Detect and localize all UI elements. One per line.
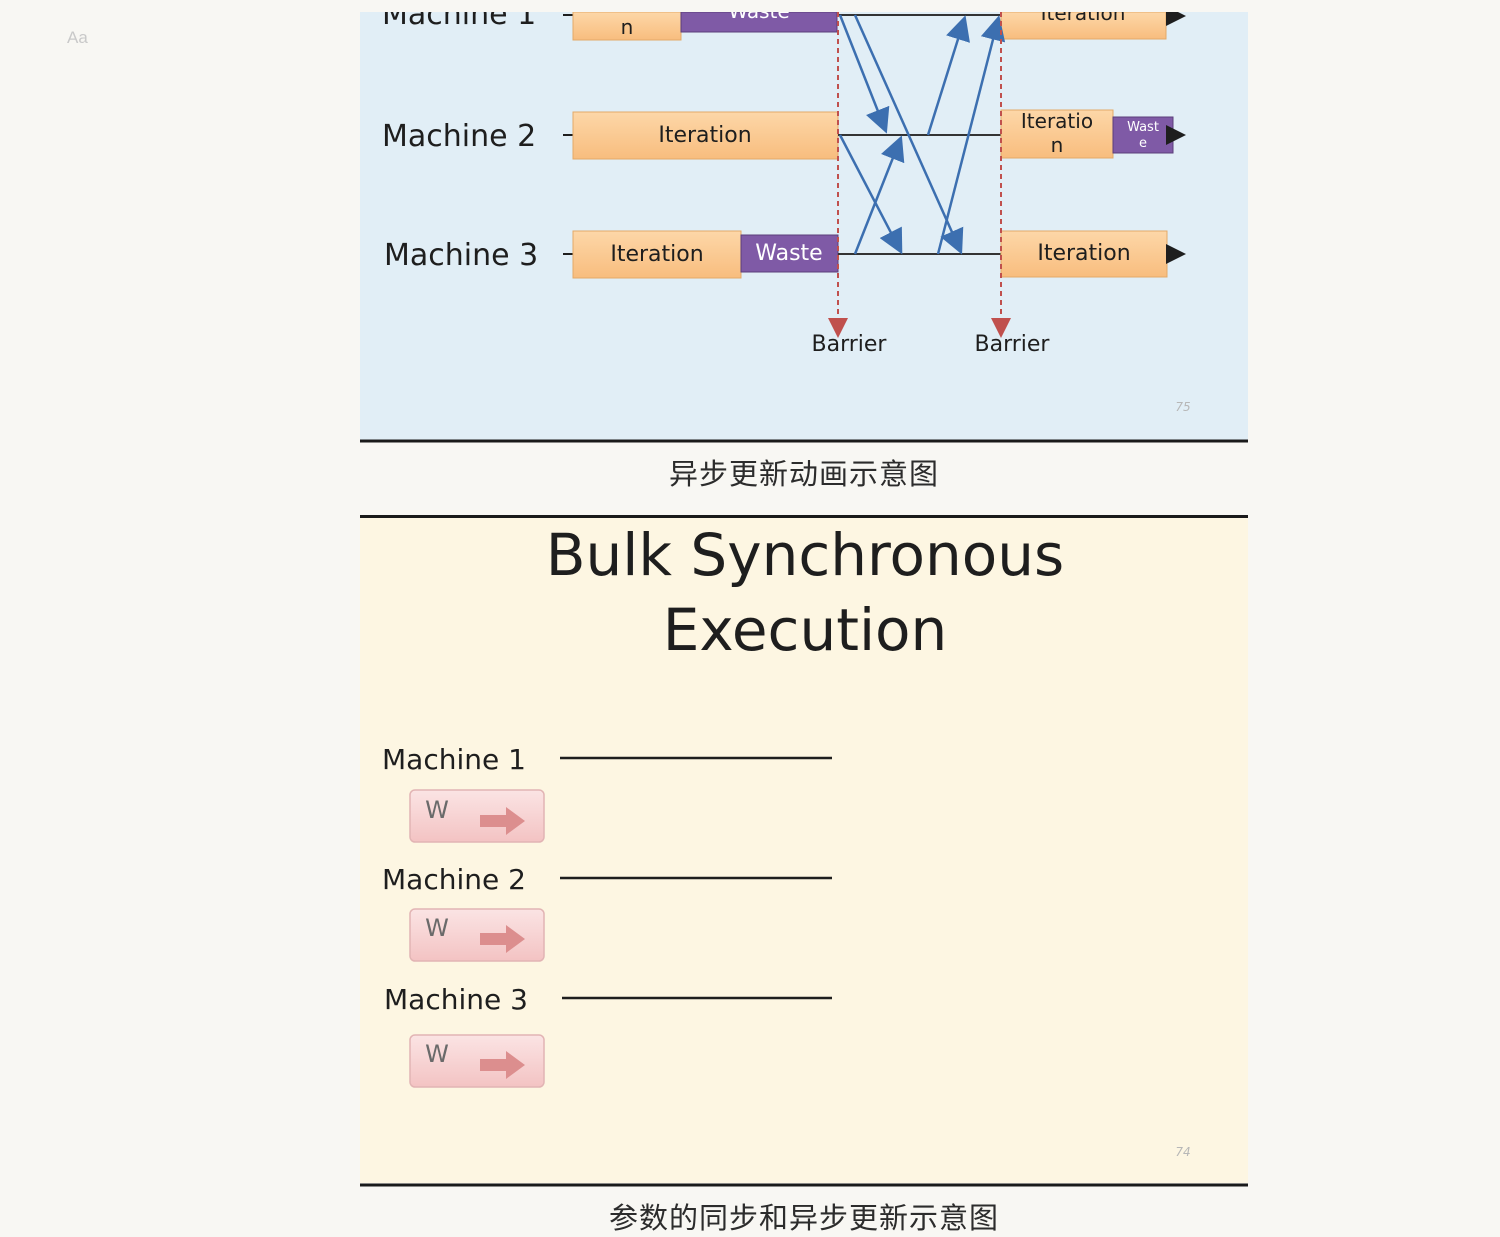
machine-3-iteration-block — [572, 230, 742, 279]
worker-1-arrow-icon — [480, 807, 525, 835]
machine-1-iteration-right-block — [1000, 11, 1167, 40]
figure1-page-number: 75 — [1175, 400, 1190, 414]
barrier-label-1: Barrier — [812, 332, 888, 357]
machine-2-waste-block — [1112, 116, 1174, 154]
machine-1-iteration-right-text: Iteration — [1041, 12, 1126, 25]
worker-3-arrow-icon — [480, 1051, 525, 1079]
machine-2-iteration-right-line2: n — [1051, 133, 1064, 157]
machine-1-iteration-block — [572, 11, 682, 41]
figure2-page-number: 74 — [1175, 1145, 1190, 1159]
bsp-machine-3-label: Machine 3 — [384, 983, 528, 1016]
async-update-figure: Machine 1 Machine 2 Machine 3 n Waste It… — [360, 0, 1248, 444]
machine-2-iteration-text: Iteration — [658, 123, 751, 148]
worker-3-box: W — [409, 1034, 545, 1088]
machine-2-iteration-block — [572, 111, 839, 160]
bulk-sync-diagram: Bulk Synchronous Execution Machine 1 W M… — [360, 515, 1248, 1187]
machine-3-iteration-right-text: Iteration — [1037, 241, 1130, 266]
worker-1-label: W — [425, 796, 449, 824]
figure1-background — [360, 12, 1248, 440]
worker-2-label: W — [425, 914, 449, 942]
machine-3-label: Machine 3 — [384, 238, 538, 273]
caption-sync-async-update: 参数的同步和异步更新示意图 — [608, 1201, 999, 1235]
machine-3-waste-block — [740, 234, 839, 273]
worker-2-arrow-icon — [480, 925, 525, 953]
bsp-machine-1-label: Machine 1 — [382, 743, 526, 776]
caption-async-update: 异步更新动画示意图 — [668, 457, 939, 491]
bsp-machine-2-label: Machine 2 — [382, 863, 526, 896]
parameter-exchange-arrows — [838, 14, 1006, 255]
barrier-label-2: Barrier — [975, 332, 1051, 357]
worker-1-box: W — [409, 789, 545, 843]
machine-1-label: Machine 1 — [382, 12, 536, 32]
machine-3-waste-text: Waste — [755, 241, 822, 266]
machine-2-waste-line2: e — [1139, 136, 1147, 151]
machine-1-waste-text: Waste — [728, 12, 789, 23]
figure2-title-line1: Bulk Synchronous — [546, 521, 1065, 589]
async-update-diagram: Machine 1 Machine 2 Machine 3 n Waste It… — [360, 0, 1248, 443]
figure2-title-line2: Execution — [663, 596, 948, 664]
bulk-sync-figure: Bulk Synchronous Execution Machine 1 W M… — [360, 515, 1248, 1187]
machine-3-iteration-text: Iteration — [610, 242, 703, 267]
worker-2-box: W — [409, 908, 545, 962]
font-settings-button[interactable]: Aa — [67, 28, 88, 47]
machine-1-iteration-text: n — [621, 15, 634, 39]
machine-2-iteration-right-line1: Iteratio — [1021, 109, 1093, 133]
machine-2-label: Machine 2 — [382, 119, 536, 154]
worker-3-label: W — [425, 1040, 449, 1068]
machine-2-waste-line1: Wast — [1127, 120, 1159, 135]
